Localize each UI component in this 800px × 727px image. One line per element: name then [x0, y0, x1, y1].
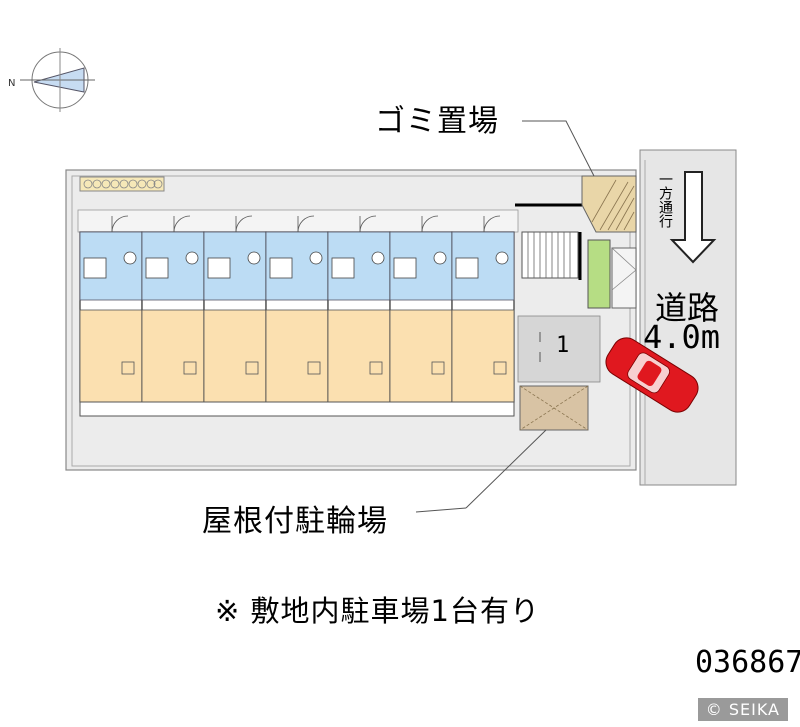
- balcony-rail: [79, 401, 515, 417]
- garbage-leader-line: [522, 120, 595, 177]
- garbage-area: [581, 175, 637, 233]
- unit-2: [141, 231, 205, 403]
- road-name-label: 道路: [655, 289, 720, 327]
- door-swings: [111, 215, 501, 233]
- parking-space: [517, 315, 601, 383]
- copyright-badge: © SEIKA: [697, 698, 788, 721]
- parking-note: ※ 敷地内駐車場1台有り: [215, 594, 540, 628]
- bicycle-parking-label: 屋根付駐輪場: [202, 504, 388, 539]
- parking-slot-number: 1: [556, 333, 570, 358]
- unit-6: [389, 231, 453, 403]
- unit-3: [203, 231, 267, 403]
- planting-strip: [587, 239, 637, 309]
- staircase: [521, 231, 582, 280]
- hedge-strip: [79, 176, 165, 192]
- parked-car-icon: [605, 337, 699, 413]
- one-way-label: 一方通行: [657, 172, 673, 228]
- unit-7: [451, 231, 515, 403]
- compass-rose-icon: N: [8, 48, 95, 112]
- compass-north-mark: N: [8, 78, 15, 89]
- bicycle-parking-area: [465, 385, 589, 509]
- unit-1: [79, 231, 143, 403]
- bicycle-leader-line: [415, 507, 467, 513]
- property-code: 036867: [695, 645, 800, 680]
- one-way-arrow-icon: [669, 171, 717, 264]
- road-width-label: 4.0m: [643, 318, 721, 356]
- unit-5: [327, 231, 391, 403]
- garbage-area-label: ゴミ置場: [375, 104, 499, 139]
- apartment-units: [79, 231, 515, 403]
- unit-4: [265, 231, 329, 403]
